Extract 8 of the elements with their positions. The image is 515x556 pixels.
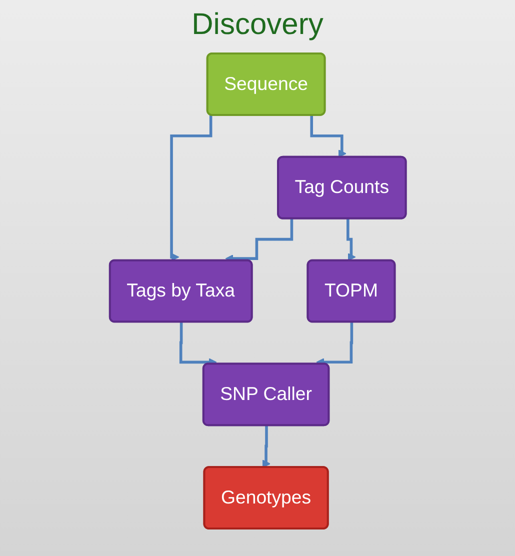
arrow bbox=[225, 218, 293, 263]
arrow bbox=[346, 218, 356, 262]
arrow bbox=[262, 426, 270, 468]
diagram-title: Discovery bbox=[190, 8, 324, 42]
arrow bbox=[170, 115, 212, 262]
arrow bbox=[310, 115, 346, 158]
arrow bbox=[179, 322, 216, 366]
arrow bbox=[316, 322, 353, 366]
